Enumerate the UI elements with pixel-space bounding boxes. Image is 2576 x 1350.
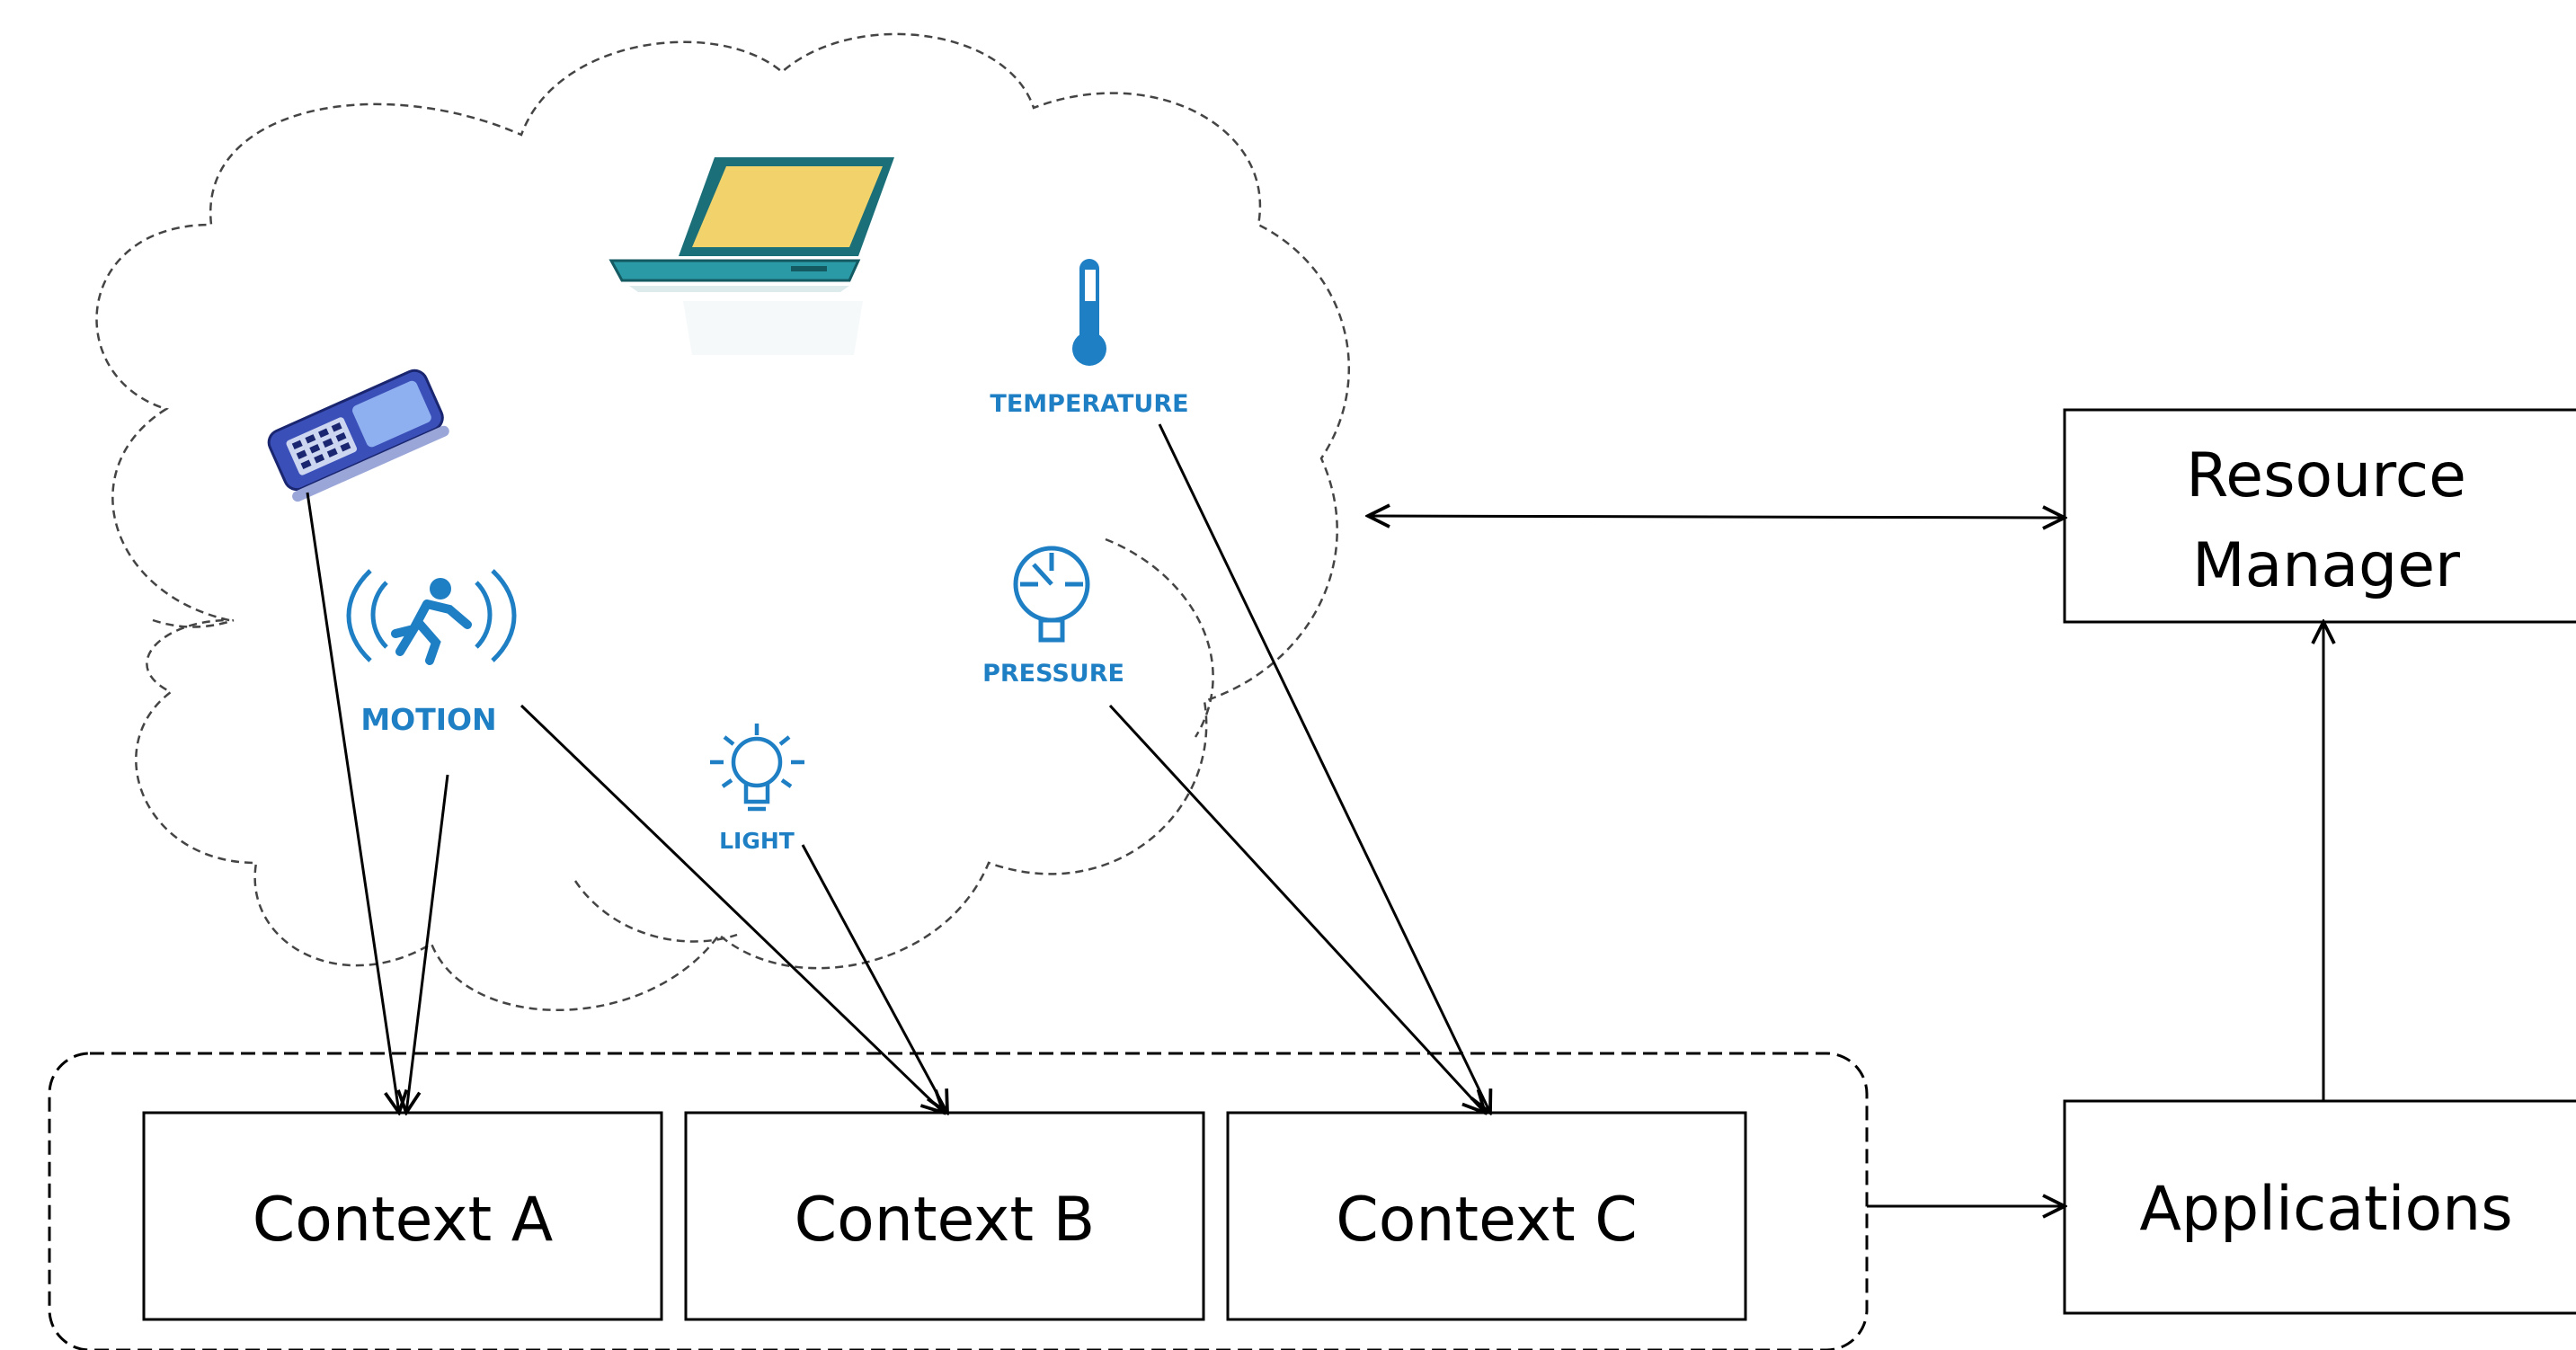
motion-icon: [346, 569, 517, 665]
arrow-motion-to-context-b: [520, 704, 944, 1113]
context-c-label: Context C: [1336, 1185, 1637, 1256]
pressure-label: PRESSURE: [982, 660, 1124, 688]
arrow-motion-to-context-a: [406, 774, 449, 1113]
resource-manager-label-line1: Resource: [2186, 440, 2466, 511]
arrow-cloud-resource-manager: [1368, 516, 2065, 518]
arrow-light-to-context-b: [801, 844, 947, 1113]
connection-arrows: [306, 423, 2323, 1206]
context-a-label: Context A: [253, 1185, 554, 1256]
cloud-inner-arc: [1105, 537, 1214, 738]
laptop-screen: [692, 166, 883, 247]
context-b-label: Context B: [795, 1185, 1096, 1256]
context-b-box: Context B: [684, 1111, 1205, 1321]
phone-icon: [267, 369, 449, 502]
resource-manager-box: Resource Manager: [2063, 408, 2576, 624]
arrow-pressure-to-context-c: [1108, 704, 1485, 1113]
sensor-cloud: [95, 32, 1350, 1011]
applications-label: Applications: [2139, 1174, 2512, 1245]
arrow-temperature-to-context-c: [1158, 423, 1490, 1113]
pressure-gauge-icon: [1013, 546, 1090, 643]
light-bulb-icon: [710, 724, 804, 812]
thermometer-icon: [1072, 259, 1106, 366]
context-a-box: Context A: [142, 1111, 663, 1321]
resource-manager-label-line2: Manager: [2192, 530, 2460, 601]
context-group: [48, 1052, 1869, 1350]
applications-box: Applications: [2063, 1099, 2576, 1315]
arrow-phone-to-context-a: [306, 492, 399, 1113]
light-label: LIGHT: [719, 828, 795, 854]
motion-label: MOTION: [360, 702, 496, 737]
laptop-icon: [608, 157, 894, 355]
context-c-box: Context C: [1226, 1111, 1747, 1321]
temperature-label: TEMPERATURE: [990, 390, 1188, 418]
cloud-inner-arc: [152, 618, 235, 628]
cloud-outline: [95, 32, 1350, 1011]
